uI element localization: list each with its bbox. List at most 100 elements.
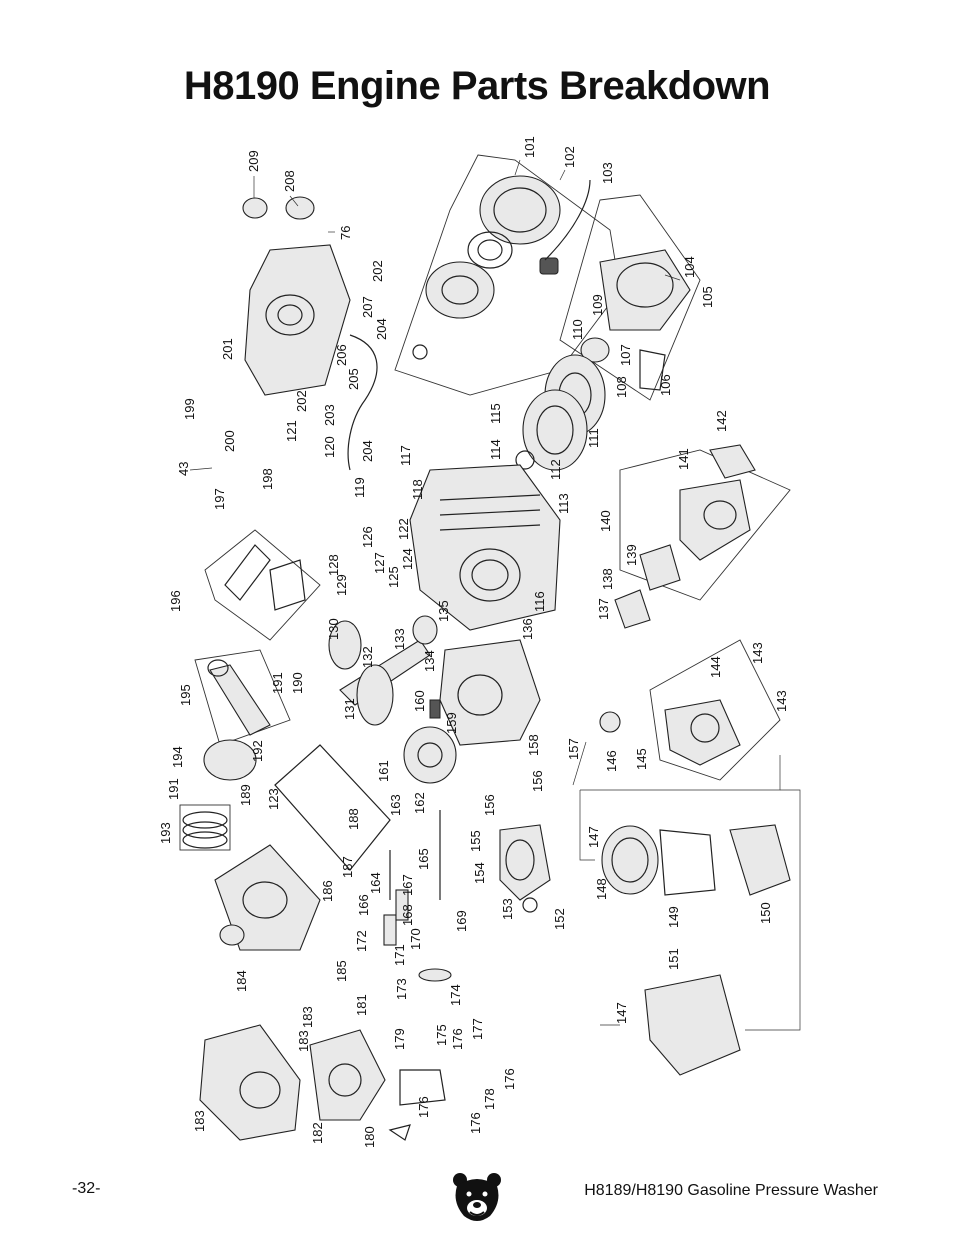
- label-146: 146: [604, 750, 619, 772]
- carburetor: [614, 444, 791, 629]
- label-202b: 202: [294, 390, 309, 412]
- blower-housing: [559, 194, 701, 401]
- label-196: 196: [168, 590, 183, 612]
- label-132: 132: [360, 646, 375, 668]
- label-119: 119: [352, 477, 367, 498]
- label-113: 113: [556, 493, 571, 514]
- label-110: 110: [570, 319, 585, 340]
- label-122: 122: [396, 518, 411, 540]
- label-133: 133: [392, 628, 407, 650]
- label-154: 154: [472, 862, 487, 884]
- label-134: 134: [422, 650, 437, 672]
- label-163: 163: [388, 794, 403, 816]
- flywheel: [515, 354, 606, 471]
- label-112: 112: [548, 459, 563, 480]
- label-130: 130: [326, 618, 341, 640]
- footer-manual-title: H8189/H8190 Gasoline Pressure Washer: [584, 1182, 878, 1199]
- label-156: 156: [482, 794, 497, 816]
- label-115: 115: [488, 403, 503, 424]
- label-109: 109: [590, 294, 605, 316]
- label-197: 197: [212, 488, 227, 510]
- label-118: 118: [410, 479, 425, 500]
- governor-linkage: [204, 529, 321, 641]
- label-199: 199: [182, 398, 197, 420]
- label-203: 203: [322, 404, 337, 426]
- crankcase-cover: [214, 744, 391, 951]
- label-207: 207: [360, 296, 375, 318]
- label-189: 189: [238, 784, 253, 806]
- label-114: 114: [488, 439, 503, 460]
- label-153: 153: [500, 898, 515, 920]
- label-141: 141: [676, 448, 691, 470]
- label-182: 182: [310, 1122, 325, 1144]
- label-187: 187: [340, 856, 355, 878]
- label-184: 184: [234, 970, 249, 992]
- label-194: 194: [170, 746, 185, 768]
- label-186: 186: [320, 880, 335, 902]
- label-178: 178: [482, 1088, 497, 1110]
- label-149: 149: [666, 906, 681, 928]
- label-172: 172: [354, 930, 369, 952]
- page-title: H8190 Engine Parts Breakdown: [183, 64, 771, 108]
- label-142: 142: [714, 410, 729, 432]
- label-161: 161: [376, 760, 391, 782]
- label-166: 166: [356, 894, 371, 916]
- label-135: 135: [436, 600, 451, 622]
- label-191: 191: [270, 672, 285, 694]
- label-204b: 204: [360, 440, 375, 462]
- label-158: 158: [526, 734, 541, 756]
- label-147b: 147: [614, 1002, 629, 1024]
- label-160: 160: [412, 690, 427, 712]
- label-192: 192: [250, 740, 265, 762]
- label-127: 127: [372, 552, 387, 574]
- label-180: 180: [362, 1126, 377, 1148]
- cylinder-head: [429, 639, 541, 746]
- label-176d: 176: [468, 1112, 483, 1134]
- label-205: 205: [346, 368, 361, 390]
- label-111: 111: [586, 428, 601, 448]
- label-147: 147: [586, 826, 601, 848]
- label-162: 162: [412, 792, 427, 814]
- label-183c: 183: [192, 1110, 207, 1132]
- label-193: 193: [158, 822, 173, 844]
- label-174: 174: [448, 984, 463, 1006]
- label-105: 105: [700, 286, 715, 308]
- connecting-rod-piston: [179, 649, 291, 851]
- label-181: 181: [354, 994, 369, 1016]
- label-202: 202: [370, 260, 385, 282]
- label-179: 179: [392, 1028, 407, 1050]
- label-120: 120: [322, 436, 337, 458]
- label-190: 190: [290, 672, 305, 694]
- label-176b: 176: [502, 1068, 517, 1090]
- label-185: 185: [334, 960, 349, 982]
- label-108: 108: [614, 376, 629, 398]
- crankshaft: [328, 615, 457, 784]
- label-121: 121: [284, 420, 299, 442]
- label-167: 167: [400, 874, 415, 896]
- label-143: 143: [750, 642, 765, 664]
- label-124: 124: [400, 548, 415, 570]
- label-183: 183: [300, 1006, 315, 1028]
- label-206: 206: [334, 344, 349, 366]
- label-177: 177: [470, 1018, 485, 1040]
- label-157: 157: [566, 738, 581, 760]
- leader-lines: [189, 159, 681, 786]
- label-159: 159: [444, 712, 459, 734]
- label-128: 128: [326, 554, 341, 576]
- label-43: 43: [176, 462, 191, 476]
- label-117: 117: [398, 445, 413, 466]
- label-175: 175: [434, 1024, 449, 1046]
- label-204: 204: [374, 318, 389, 340]
- label-136: 136: [520, 618, 535, 640]
- label-208: 208: [282, 170, 297, 192]
- muffler: [499, 824, 551, 913]
- label-116: 116: [532, 591, 547, 612]
- label-155: 155: [468, 830, 483, 852]
- label-198: 198: [260, 468, 275, 490]
- label-76: 76: [338, 226, 353, 240]
- label-151: 151: [666, 948, 681, 970]
- label-101: 101: [522, 136, 537, 158]
- label-152: 152: [552, 908, 567, 930]
- label-103: 103: [600, 162, 615, 184]
